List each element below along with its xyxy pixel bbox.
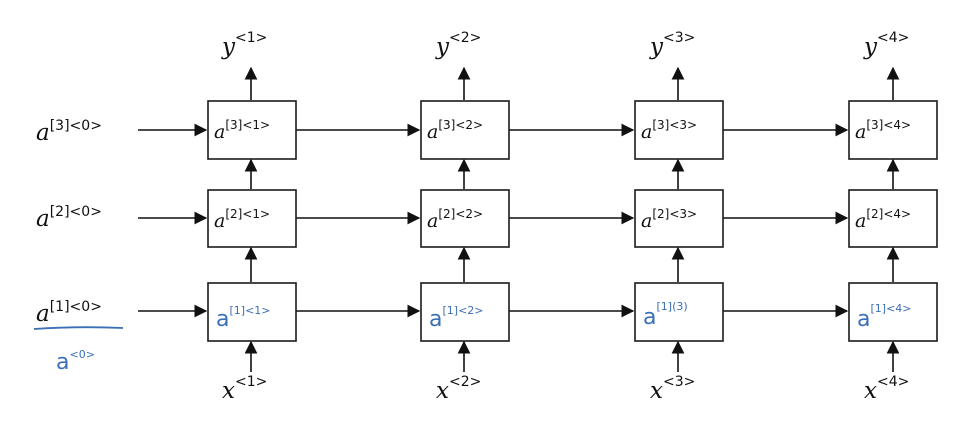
svg-text:a[2]<4>: a[2]<4>: [855, 207, 911, 232]
init-label-layer1: a[1]<0>: [36, 299, 102, 327]
input-label-3: x<3>: [650, 374, 695, 404]
cell-l3-t4: a[3]<4>: [848, 100, 938, 160]
svg-text:a[3]<1>: a[3]<1>: [214, 118, 270, 143]
cell-l1-t4: a[1]<4>: [848, 282, 938, 342]
output-label-3: y<3>: [649, 30, 695, 60]
cell-l2-t2: a[2]<2>: [420, 189, 510, 248]
svg-text:a[2]<3>: a[2]<3>: [641, 207, 697, 232]
svg-text:a[1]<1>: a[1]<1>: [216, 304, 271, 332]
handwritten-underline: [33, 326, 124, 330]
svg-text:a[2]<1>: a[2]<1>: [214, 207, 270, 232]
cell-l1-t2: a[1]<2>: [420, 282, 510, 342]
svg-text:a[3]<4>: a[3]<4>: [855, 118, 911, 143]
cell-l1-t3: a[1](3): [634, 282, 724, 342]
cell-l3-t2: a[3]<2>: [420, 100, 510, 160]
input-label-4: x<4>: [864, 374, 909, 404]
output-label-4: y<4>: [863, 30, 909, 60]
svg-text:a[3]<3>: a[3]<3>: [641, 118, 697, 143]
svg-text:a[1]<2>: a[1]<2>: [429, 304, 484, 332]
input-label-2: x<2>: [436, 374, 481, 404]
init-label-layer3: a[3]<0>: [36, 118, 102, 146]
cell-l2-t4: a[2]<4>: [848, 189, 938, 248]
cell-l2-t1: a[2]<1>: [207, 189, 297, 248]
output-label-1: y<1>: [221, 30, 267, 60]
input-label-1: x<1>: [222, 374, 267, 404]
cell-l2-t3: a[2]<3>: [634, 189, 724, 248]
output-label-2: y<2>: [435, 30, 481, 60]
svg-text:a[3]<2>: a[3]<2>: [427, 118, 483, 143]
svg-text:a[1]<4>: a[1]<4>: [857, 302, 912, 332]
cell-l3-t1: a[3]<1>: [207, 100, 297, 160]
cell-l3-t3: a[3]<3>: [634, 100, 724, 160]
svg-text:a[2]<2>: a[2]<2>: [427, 207, 483, 232]
handwritten-init-label: a<0>: [56, 348, 95, 375]
init-label-layer2: a[2]<0>: [36, 204, 102, 232]
cell-l1-t1: a[1]<1>: [207, 282, 297, 342]
svg-text:a[1](3): a[1](3): [643, 300, 688, 330]
